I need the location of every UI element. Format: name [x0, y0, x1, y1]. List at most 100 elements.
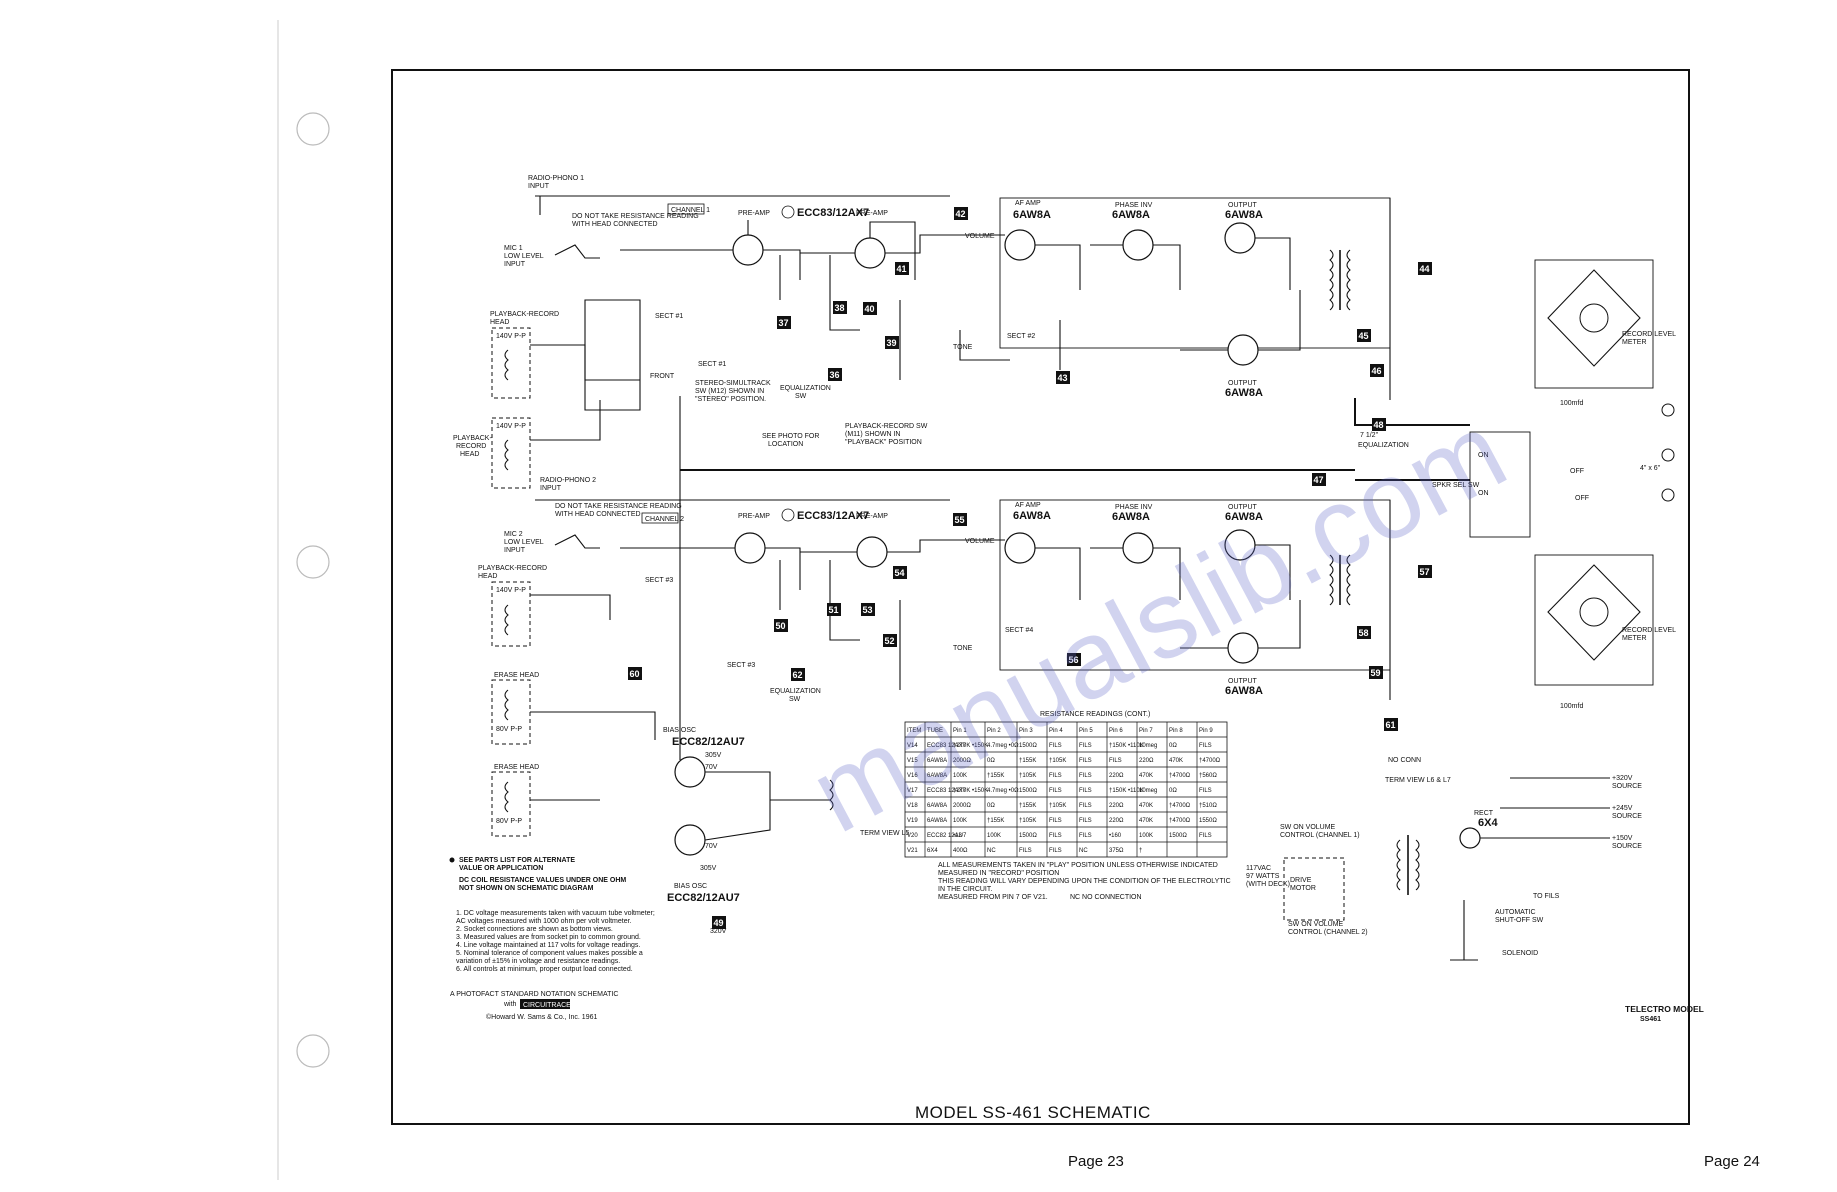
- step-badge-label: 44: [1420, 264, 1430, 274]
- step-badge-label: 58: [1359, 628, 1369, 638]
- table-row-cell: 0Ω: [987, 758, 995, 764]
- table-row-cell: FILS: [1199, 743, 1212, 749]
- preamp-2-label-b: PRE-AMP: [856, 513, 888, 520]
- table-row-cell: 2000Ω: [953, 758, 971, 764]
- pb-head-side-3: HEAD: [460, 451, 479, 458]
- table-row-cell: 1500Ω: [1019, 743, 1037, 749]
- mic-1-level-label: LOW LEVEL: [504, 253, 544, 260]
- coil-note-2: NOT SHOWN ON SCHEMATIC DIAGRAM: [459, 885, 594, 892]
- mic-2-jack: [554, 534, 600, 549]
- table-row-cell: 220Ω: [1139, 758, 1154, 764]
- speaker-icon: [1661, 403, 1675, 417]
- rect-tube: 6X4: [1478, 817, 1498, 829]
- table-header-cell: TUBE: [927, 728, 943, 734]
- tone-label: TONE: [953, 344, 973, 351]
- record-meter-symbol: [1579, 303, 1609, 333]
- table-row-cell: 1550Ω: [1199, 818, 1217, 824]
- stereo-note-2: SW (M12) SHOWN IN: [695, 388, 764, 395]
- table-row-cell: 2000Ω: [953, 803, 971, 809]
- preamp-wires: [620, 234, 950, 280]
- step-badge: [1384, 718, 1398, 731]
- table-note-6: NC NO CONNECTION: [1070, 894, 1142, 901]
- bullet-icon: [449, 857, 455, 863]
- schematic-frame: [391, 69, 1690, 1125]
- step-badge: [827, 603, 841, 616]
- record-meter-2-label: RECORD LEVEL: [1622, 627, 1676, 634]
- bias-osc-tube: ECC82/12AU7: [672, 736, 745, 748]
- speaker-icon: [1661, 488, 1675, 502]
- shutoff-wire: [1450, 900, 1478, 961]
- table-header-cell: Pin 6: [1109, 728, 1123, 734]
- table-row-cell: V20: [907, 833, 918, 839]
- output-2-label-a: OUTPUT: [1228, 504, 1258, 511]
- table-row-cell: FILS: [1079, 803, 1092, 809]
- pb-head-2-label: PLAYBACK-RECORD: [478, 565, 547, 572]
- left-notes: SEE PARTS LIST FOR ALTERNATE VALUE OR AP…: [449, 857, 655, 1021]
- step-badge-label: 53: [863, 605, 873, 615]
- pb-head-2-volt: 140V P-P: [496, 587, 526, 594]
- table-row-cell: 6X4: [927, 848, 938, 854]
- step-badge: [895, 262, 909, 275]
- phase-inv-2-tube: 6AW8A: [1112, 511, 1150, 523]
- erase-head-label-2: ERASE HEAD: [494, 764, 539, 771]
- equalization-2-label: EQUALIZATION: [770, 688, 821, 695]
- bias-volt-305: 305V: [705, 752, 722, 759]
- stereo-note-1: STEREO-SIMULTRACK: [695, 380, 771, 387]
- copyright: ©Howard W. Sams & Co., Inc. 1961: [486, 1013, 597, 1021]
- note-item-5b: variation of ±15% in voltage and resista…: [456, 958, 620, 965]
- note-item-2: 2. Socket connections are shown as botto…: [456, 926, 613, 933]
- table-row-cell: †105K: [1019, 818, 1036, 824]
- sw-vol-2: SW ON VOLUME: [1288, 921, 1344, 928]
- stereo-note-3: "STEREO" POSITION.: [695, 396, 766, 403]
- table-row-cell: †155K: [987, 818, 1004, 824]
- speaker-off-2: OFF: [1575, 495, 1589, 502]
- step-badge: [1370, 364, 1384, 377]
- pb-head-outline: [491, 327, 531, 399]
- phase-inv-tube: 6AW8A: [1112, 209, 1150, 221]
- table-row-cell: 10meg: [1139, 743, 1157, 749]
- volume-label: VOLUME: [965, 233, 995, 240]
- table-row-cell: †105K: [1049, 758, 1066, 764]
- table-row-cell: †105K: [1049, 803, 1066, 809]
- speaker-switch-box: [1469, 431, 1531, 538]
- pb-head-label: PLAYBACK-RECORD: [490, 311, 559, 318]
- table-row-cell: †105K: [1019, 773, 1036, 779]
- step-badge-label: 62: [793, 670, 803, 680]
- radio-phono-1-input-label: INPUT: [528, 183, 550, 190]
- channel-1-circuit: RADIO-PHONO 1 INPUT MIC 1 LOW LEVEL INPU…: [453, 175, 1676, 538]
- circuitrace-text: CIRCUITRACE: [523, 1002, 571, 1009]
- watermark: manualslib.com: [792, 389, 1524, 856]
- note-item-1b: AC voltages measured with 1000 ohm per v…: [456, 918, 632, 925]
- mic-1-label: MIC 1: [504, 245, 523, 252]
- table-row-cell: †560Ω: [1199, 773, 1217, 779]
- rect-tube-symbol: [1459, 827, 1481, 849]
- table-row-cell: 1500Ω: [1019, 833, 1037, 839]
- preamp-label-a: PRE-AMP: [738, 210, 770, 217]
- step-badge-label: 48: [1374, 420, 1384, 430]
- mains-deck: (WITH DECK): [1246, 881, 1290, 888]
- bias-volt-320: 320V: [710, 928, 727, 935]
- no-conn-label: NO CONN: [1388, 757, 1421, 764]
- table-row-cell: FILS: [1199, 833, 1212, 839]
- table-row-cell: FILS: [1079, 758, 1092, 764]
- step-badge: [712, 916, 726, 929]
- step-badge: [883, 634, 897, 647]
- speaker-icon: [1661, 448, 1675, 462]
- bias-osc-label-2: BIAS OSC: [674, 883, 707, 890]
- channel-2-tag: CHANNEL 2: [645, 516, 684, 523]
- supply-rails: [1480, 777, 1610, 839]
- page-number-right: Page 24: [1704, 1153, 1760, 1170]
- output-label-b: OUTPUT: [1228, 380, 1258, 387]
- step-badge: [628, 667, 642, 680]
- table-row-cell: 470K: [1139, 818, 1153, 824]
- speaker-sel-label: SPKR SEL SW: [1432, 482, 1480, 489]
- bias-volt-70b: 70V: [705, 843, 718, 850]
- table-row-cell: 1500Ω: [1019, 788, 1037, 794]
- erase-head-2-coil: [504, 781, 509, 813]
- table-row-cell: †4700Ω: [1199, 758, 1221, 764]
- radio-phono-2-input: INPUT: [540, 485, 562, 492]
- src-320: +320V: [1612, 775, 1633, 782]
- table-row-cell: FILS: [1199, 788, 1212, 794]
- step-badge-label: 42: [956, 209, 966, 219]
- front-label: FRONT: [650, 373, 675, 380]
